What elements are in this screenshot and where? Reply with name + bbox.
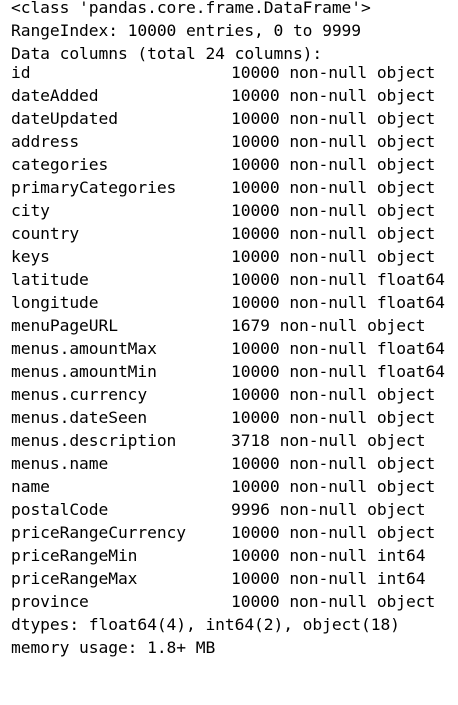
column-info: 10000 non-null object [231, 86, 436, 105]
column-row: latitude 10000 non-null float64 [0, 268, 458, 291]
column-row: country 10000 non-null object [0, 222, 458, 245]
column-info: 1679 non-null object [231, 316, 426, 335]
column-name: province [11, 592, 89, 611]
columns-list: id 10000 non-null object dateAdded 10000 no… [0, 61, 458, 613]
column-row: primaryCategories 10000 non-null object [0, 176, 458, 199]
column-info: 10000 non-null object [231, 408, 436, 427]
column-name: address [11, 132, 80, 151]
column-name: dateAdded [11, 86, 99, 105]
column-row: menus.amountMax 10000 non-null float64 [0, 337, 458, 360]
column-name: menus.amountMax [11, 339, 157, 358]
column-info: 10000 non-null object [231, 523, 436, 542]
column-row: postalCode 9996 non-null object [0, 498, 458, 521]
column-name: categories [11, 155, 109, 174]
column-name: postalCode [11, 500, 109, 519]
column-name: menus.amountMin [11, 362, 157, 381]
class-line: <class 'pandas.core.frame.DataFrame'> [11, 0, 371, 17]
column-name: keys [11, 247, 50, 266]
column-row: menus.dateSeen 10000 non-null object [0, 406, 458, 429]
column-row: dateUpdated 10000 non-null object [0, 107, 458, 130]
column-row: longitude 10000 non-null float64 [0, 291, 458, 314]
column-info: 10000 non-null object [231, 247, 436, 266]
column-info: 10000 non-null object [231, 454, 436, 473]
column-row: city 10000 non-null object [0, 199, 458, 222]
column-row: id 10000 non-null object [0, 61, 458, 84]
column-row: address 10000 non-null object [0, 130, 458, 153]
column-row: categories 10000 non-null object [0, 153, 458, 176]
column-info: 10000 non-null float64 [231, 293, 445, 312]
column-info: 10000 non-null object [231, 109, 436, 128]
column-row: priceRangeMin 10000 non-null int64 [0, 544, 458, 567]
column-name: menus.dateSeen [11, 408, 148, 427]
column-info: 10000 non-null int64 [231, 546, 426, 565]
column-info: 10000 non-null float64 [231, 339, 445, 358]
column-name: country [11, 224, 80, 243]
data-columns-row: Data columns (total 24 columns): [0, 42, 458, 65]
class-line-row: <class 'pandas.core.frame.DataFrame'> [0, 0, 458, 19]
column-name: menus.description [11, 431, 177, 450]
column-name: menuPageURL [11, 316, 118, 335]
column-info: 10000 non-null object [231, 178, 436, 197]
dtypes-line: dtypes: float64(4), int64(2), object(18) [11, 615, 400, 634]
column-row: province 10000 non-null object [0, 590, 458, 613]
data-columns-line: Data columns (total 24 columns): [11, 44, 323, 63]
column-info: 9996 non-null object [231, 500, 426, 519]
column-info: 10000 non-null float64 [231, 270, 445, 289]
column-name: primaryCategories [11, 178, 177, 197]
column-row: menus.amountMin 10000 non-null float64 [0, 360, 458, 383]
column-info: 10000 non-null object [231, 155, 436, 174]
memory-row: memory usage: 1.8+ MB [0, 636, 458, 659]
dataframe-info-output: <class 'pandas.core.frame.DataFrame'> Ra… [0, 0, 458, 659]
column-row: menus.name 10000 non-null object [0, 452, 458, 475]
column-name: id [11, 63, 31, 82]
column-row: keys 10000 non-null object [0, 245, 458, 268]
range-index-line: RangeIndex: 10000 entries, 0 to 9999 [11, 21, 361, 40]
column-name: priceRangeMin [11, 546, 138, 565]
dtypes-row: dtypes: float64(4), int64(2), object(18) [0, 613, 458, 636]
column-row: priceRangeCurrency 10000 non-null object [0, 521, 458, 544]
column-name: city [11, 201, 50, 220]
column-name: longitude [11, 293, 99, 312]
column-row: dateAdded 10000 non-null object [0, 84, 458, 107]
column-name: priceRangeMax [11, 569, 138, 588]
column-name: name [11, 477, 50, 496]
column-info: 10000 non-null object [231, 224, 436, 243]
column-name: menus.currency [11, 385, 148, 404]
column-info: 10000 non-null object [231, 385, 436, 404]
column-row: menuPageURL 1679 non-null object [0, 314, 458, 337]
column-name: dateUpdated [11, 109, 118, 128]
memory-usage-line: memory usage: 1.8+ MB [11, 638, 216, 657]
column-name: latitude [11, 270, 89, 289]
column-info: 10000 non-null object [231, 592, 436, 611]
column-info: 10000 non-null object [231, 63, 436, 82]
column-info: 10000 non-null object [231, 477, 436, 496]
column-row: menus.description 3718 non-null object [0, 429, 458, 452]
column-info: 10000 non-null float64 [231, 362, 445, 381]
column-row: name 10000 non-null object [0, 475, 458, 498]
column-name: priceRangeCurrency [11, 523, 186, 542]
range-index-row: RangeIndex: 10000 entries, 0 to 9999 [0, 19, 458, 42]
column-row: priceRangeMax 10000 non-null int64 [0, 567, 458, 590]
column-info: 10000 non-null int64 [231, 569, 426, 588]
column-row: menus.currency 10000 non-null object [0, 383, 458, 406]
column-info: 3718 non-null object [231, 431, 426, 450]
column-info: 10000 non-null object [231, 132, 436, 151]
column-info: 10000 non-null object [231, 201, 436, 220]
column-name: menus.name [11, 454, 109, 473]
